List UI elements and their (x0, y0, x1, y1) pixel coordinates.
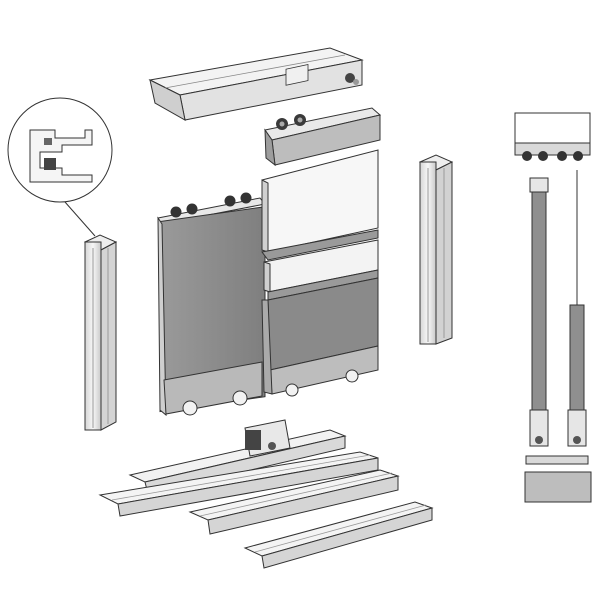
top-roller-carriage (264, 64, 382, 167)
right-vertical-handle-profile (418, 154, 454, 345)
bottom-track-rail-middle (188, 469, 400, 535)
bottom-track-rail-front (98, 451, 379, 517)
right-door-panel-lower (261, 277, 379, 397)
left-vertical-handle-profile (83, 234, 118, 431)
bottom-track-rail-back (243, 501, 434, 569)
profile-cross-section-detail (7, 97, 113, 237)
top-track-profile (148, 47, 364, 121)
right-door-panel-upper (261, 149, 379, 253)
left-door-panel (157, 192, 266, 417)
side-section-view (514, 112, 592, 503)
